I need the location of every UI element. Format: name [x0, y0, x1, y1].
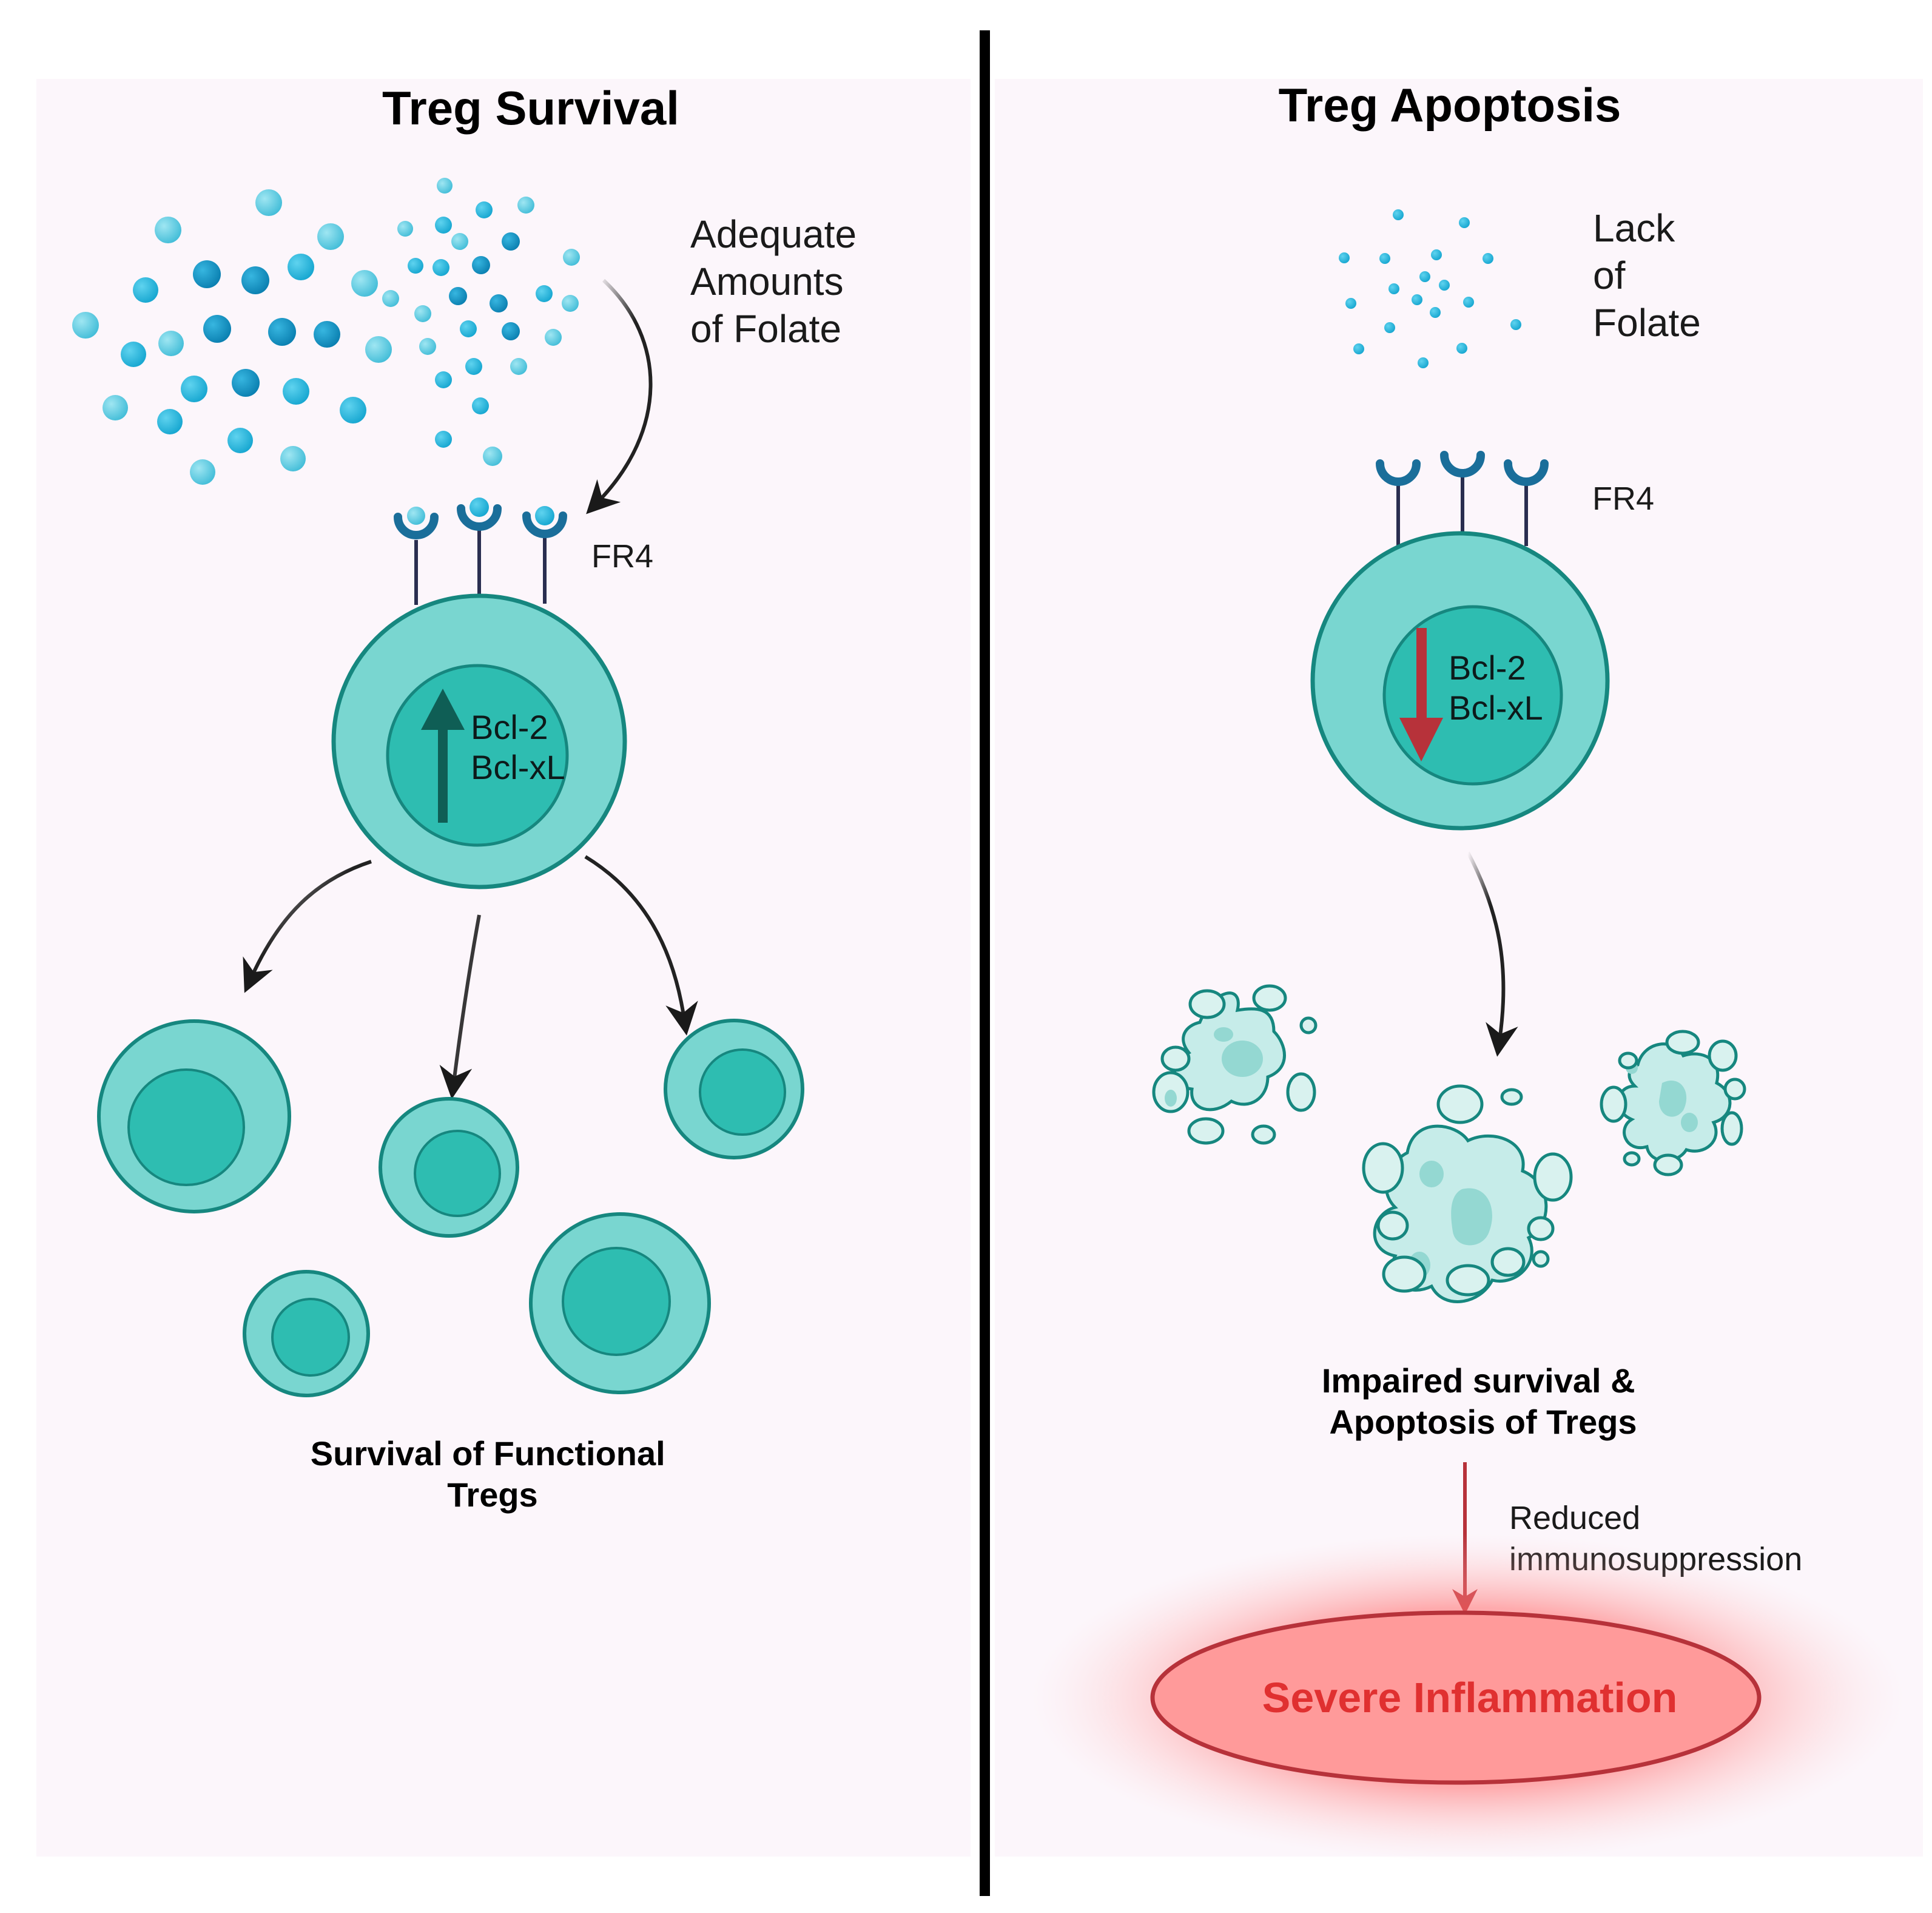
daughter-cell	[379, 1097, 519, 1238]
fr4-receptors-right	[1376, 451, 1549, 549]
folate-to-receptor-arrow	[586, 278, 653, 515]
arrow-to-daughter-middle	[439, 914, 481, 1099]
outcome-label-left: Survival of Functional Tregs	[311, 1434, 675, 1514]
daughter-cell	[664, 1019, 804, 1159]
sparse-folate-molecules	[1339, 209, 1521, 368]
arrow-to-apoptosis	[1466, 851, 1518, 1057]
nucleus-labels-left: Bcl-2 Bcl-xL	[471, 708, 565, 786]
apoptotic-cell-bodies	[1152, 984, 1746, 1303]
right-panel-title: Treg Apoptosis	[1279, 78, 1621, 132]
inflammation-label: Severe Inflammation	[1262, 1674, 1678, 1721]
left-panel-title: Treg Survival	[382, 81, 679, 135]
fr4-receptors-left	[394, 498, 567, 605]
left-panel-background	[36, 79, 971, 1857]
fr4-label-left: FR4	[591, 538, 653, 575]
apoptotic-body	[1362, 1084, 1573, 1303]
daughter-cell	[243, 1270, 370, 1397]
bcl2-down-arrow	[1399, 628, 1443, 761]
daughter-cell	[529, 1212, 711, 1394]
panel-divider	[980, 30, 990, 1896]
apoptotic-body	[1152, 984, 1318, 1145]
outcome-label-right: Impaired survival & Apoptosis of Tregs	[1322, 1361, 1644, 1441]
arrow-to-daughter-right	[584, 855, 698, 1036]
apoptotic-body	[1600, 1030, 1746, 1176]
inflammation-ellipse	[1150, 1610, 1762, 1785]
daughter-treg-cells	[97, 1019, 804, 1397]
fr4-label-right: FR4	[1592, 481, 1654, 517]
daughter-cell	[97, 1019, 291, 1213]
folate-label-left: Adequate Amounts of Folate	[690, 212, 867, 351]
folate-molecules-cluster	[72, 178, 580, 485]
arrow-to-daughter-left	[243, 860, 372, 993]
bcl2-up-arrow	[421, 689, 465, 823]
nucleus-labels-right: Bcl-2 Bcl-xL	[1449, 649, 1543, 727]
folate-label-right: Lack of Folate	[1593, 206, 1701, 345]
